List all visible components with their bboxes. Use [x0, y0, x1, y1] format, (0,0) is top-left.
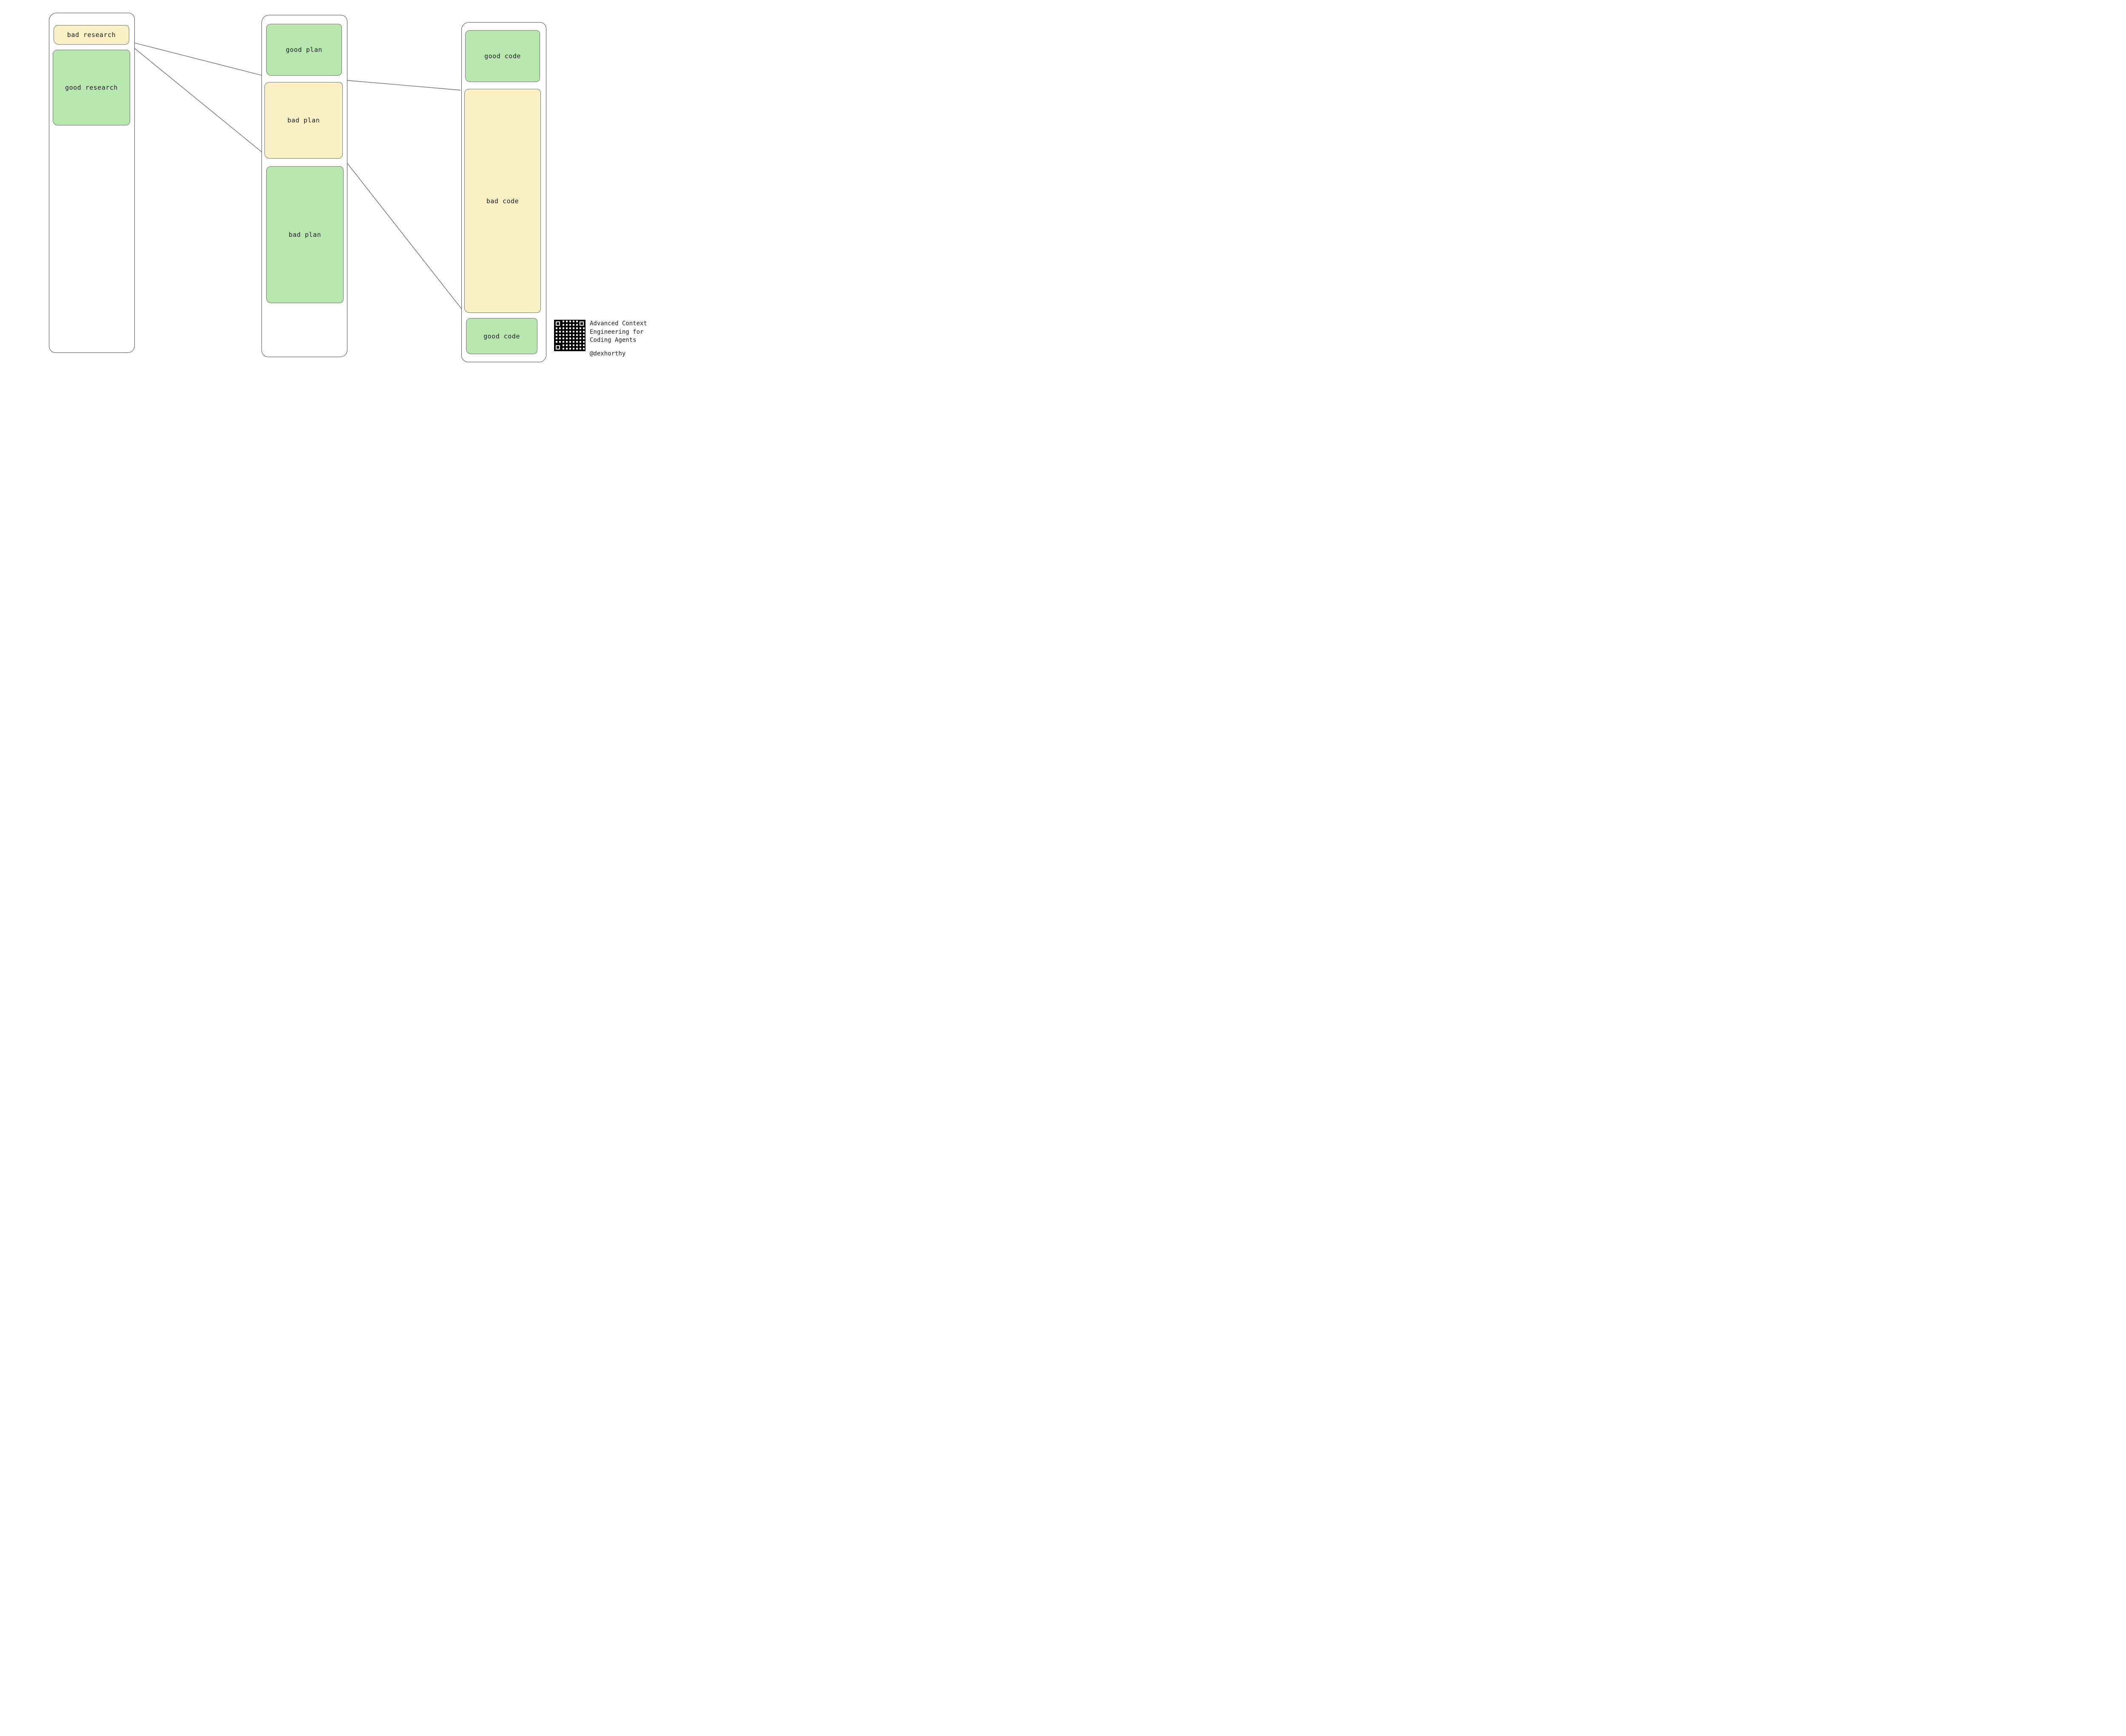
box-bad-plan-green: bad plan	[266, 166, 344, 303]
qr-finder-icon	[578, 320, 586, 327]
connector-badresearch-to-badplan	[128, 43, 262, 152]
box-label: good plan	[286, 46, 322, 54]
qr-finder-icon	[554, 320, 562, 327]
connector-badplan-to-badcode-top	[346, 80, 461, 91]
connector-badplan-to-badcode-bottom	[345, 160, 462, 310]
box-label: bad code	[486, 197, 519, 205]
research-column: bad research good research	[49, 13, 135, 353]
box-label: bad research	[67, 31, 116, 39]
caption-block: Advanced Context Engineering for Coding …	[590, 320, 657, 358]
diagram-canvas: bad research good research good plan bad…	[0, 0, 657, 367]
box-bad-plan-yellow: bad plan	[264, 82, 343, 159]
box-label: good research	[65, 84, 118, 91]
caption-title: Advanced Context Engineering for Coding …	[590, 320, 647, 344]
box-label: good code	[484, 52, 521, 60]
box-good-plan: good plan	[266, 24, 342, 76]
qr-finder-icon	[554, 344, 562, 351]
code-column: good code bad code good code	[461, 22, 546, 362]
box-label: good code	[483, 332, 520, 340]
box-bad-code: bad code	[464, 89, 541, 313]
box-good-research: good research	[53, 50, 130, 125]
box-good-code-top: good code	[465, 30, 540, 82]
footer: Advanced Context Engineering for Coding …	[553, 319, 657, 358]
caption-handle: @dexhorthy	[590, 350, 626, 357]
connector-badresearch-to-plan-top	[128, 41, 262, 76]
plan-column: good plan bad plan bad plan	[261, 15, 347, 357]
box-label: bad plan	[288, 231, 321, 239]
box-good-code-bottom: good code	[466, 318, 537, 354]
box-bad-research: bad research	[54, 25, 129, 45]
box-label: bad plan	[287, 116, 320, 124]
qr-code-icon	[553, 319, 586, 352]
